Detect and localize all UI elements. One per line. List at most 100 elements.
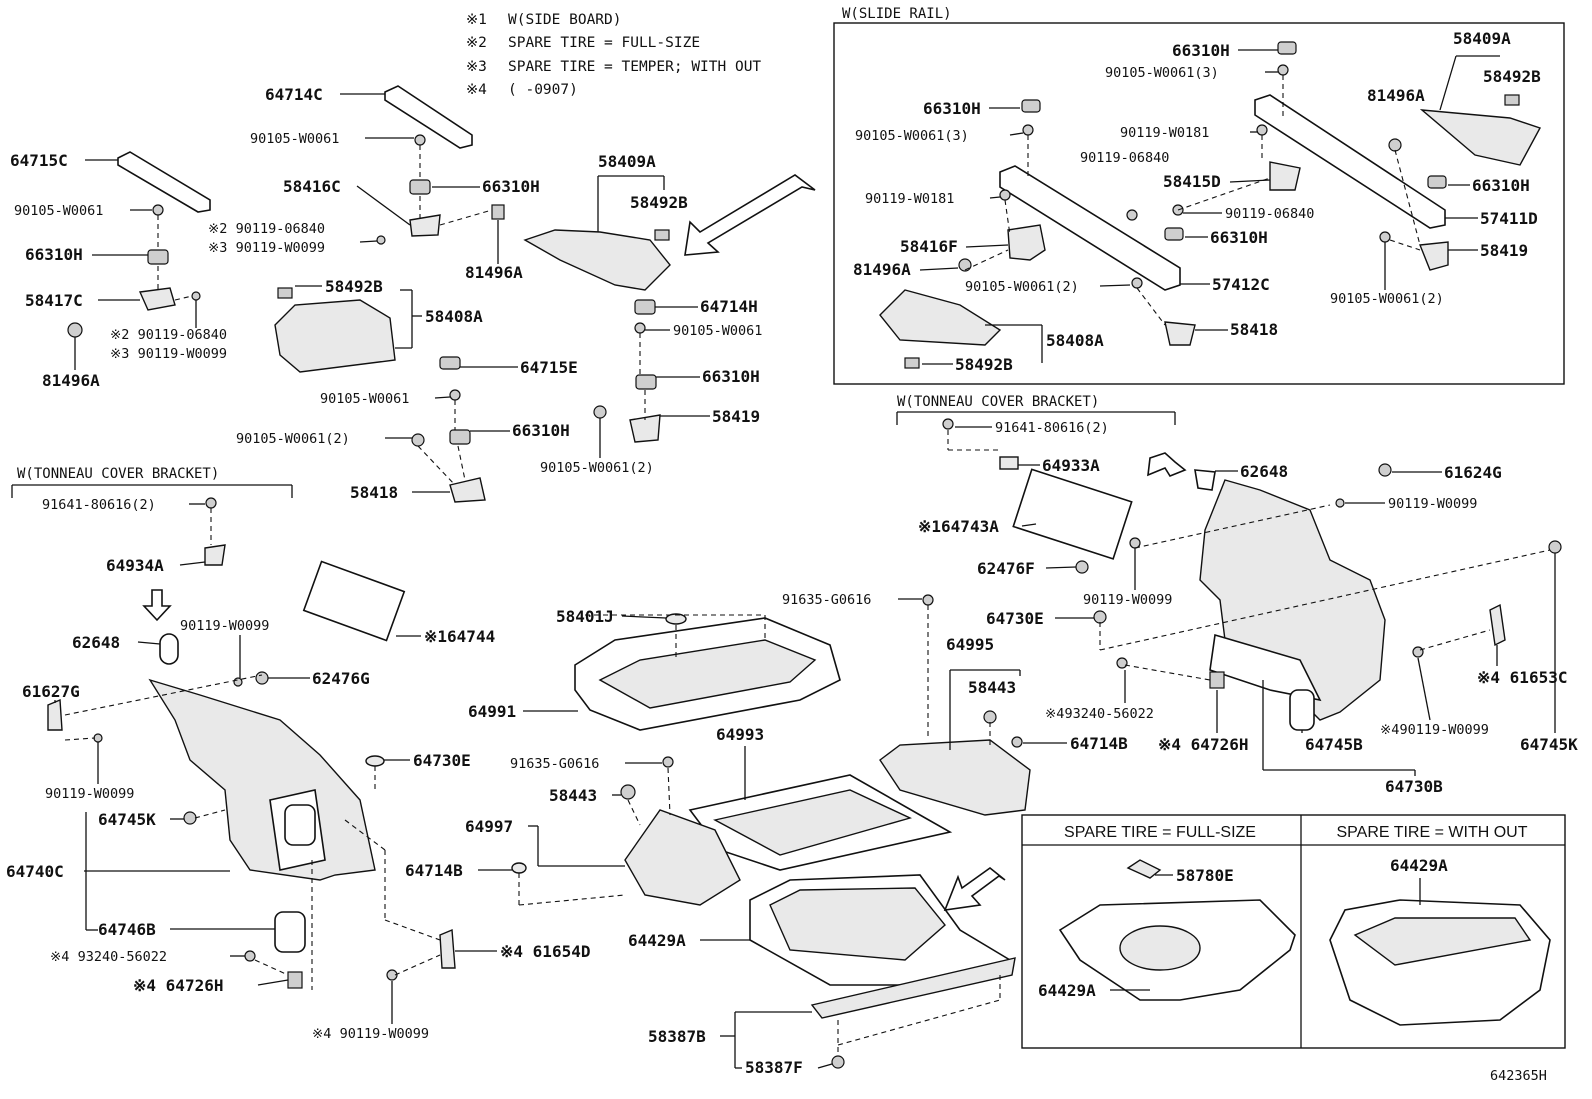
cap-58401J bbox=[665, 613, 687, 625]
direction-arrow-3 bbox=[1147, 452, 1187, 477]
label-62648: 62648 bbox=[1240, 462, 1288, 481]
board-64743A bbox=[1012, 468, 1133, 560]
clip-64726H-r bbox=[1209, 671, 1225, 689]
tonneau-right-header: W(TONNEAU COVER BRACKET) bbox=[897, 394, 1099, 410]
label-64714B: 64714B bbox=[405, 861, 463, 880]
label-90119-06840: ※2 90119-06840 bbox=[110, 327, 227, 343]
label-64993: 64993 bbox=[716, 725, 764, 744]
label-91641-80616-2: 91641-80616(2) bbox=[42, 497, 156, 513]
clip-81496A-r1 bbox=[1388, 138, 1402, 152]
board-58408A-l bbox=[274, 299, 396, 373]
bolt-l3 bbox=[376, 235, 386, 245]
clip-93240-l bbox=[244, 950, 256, 962]
label-64730B: 64730B bbox=[1385, 777, 1443, 796]
label-90119-W0099: ※3 90119-W0099 bbox=[110, 346, 227, 362]
clip-58443-l bbox=[620, 784, 636, 800]
label-90105-W0061: 90105-W0061(2) bbox=[1330, 291, 1444, 307]
board-58408A-r bbox=[879, 289, 1002, 346]
label-58408A: 58408A bbox=[1046, 331, 1104, 350]
bracket-58416F bbox=[1007, 224, 1046, 261]
clip-58780E bbox=[1126, 859, 1162, 879]
label-58492B: 58492B bbox=[955, 355, 1013, 374]
label-64991: 64991 bbox=[468, 702, 516, 721]
slide-rail-header: W(SLIDE RAIL) bbox=[842, 6, 952, 22]
label-64933A: 64933A bbox=[1042, 456, 1100, 475]
label-90105-W0061: 90105-W0061(3) bbox=[1105, 65, 1219, 81]
label-64997: 64997 bbox=[465, 817, 513, 836]
label-90105-W0061: 90105-W0061 bbox=[320, 391, 409, 407]
slide-rail-frame bbox=[833, 22, 1565, 385]
note-2-text: SPARE TIRE = FULL-SIZE bbox=[508, 35, 700, 51]
label-58416F: 58416F bbox=[900, 237, 958, 256]
label-90119-W0099: 90119-W0099 bbox=[1388, 496, 1477, 512]
label-66310H: 66310H bbox=[482, 177, 540, 196]
note-4: ※4 bbox=[466, 82, 487, 98]
clip-64730E-r bbox=[1093, 610, 1107, 624]
label-58416C: 58416C bbox=[283, 177, 341, 196]
bracket-58417C bbox=[138, 287, 176, 311]
label-66310H: 66310H bbox=[702, 367, 760, 386]
note-3-text: SPARE TIRE = TEMPER; WITH OUT bbox=[508, 59, 761, 75]
label-64745K: 64745K bbox=[1520, 735, 1578, 754]
label-64740C: 64740C bbox=[6, 862, 64, 881]
label-64714H: 64714H bbox=[700, 297, 758, 316]
clip-58492B-r1 bbox=[1504, 94, 1520, 106]
label-64714B: 64714B bbox=[1070, 734, 1128, 753]
label-90119-06840: 90119-06840 bbox=[1225, 206, 1314, 222]
label-64429A: 64429A bbox=[1390, 856, 1448, 875]
label-90105-W0061: 90105-W0061(2) bbox=[965, 279, 1079, 295]
board-58409A-r bbox=[1419, 109, 1542, 166]
clip-64714B-r bbox=[1011, 736, 1023, 748]
notes-legend: ※1 W(SIDE BOARD) ※2 SPARE TIRE = FULL-SI… bbox=[466, 12, 761, 98]
label-58418: 58418 bbox=[350, 483, 398, 502]
clip-66310H-r1 bbox=[1277, 41, 1297, 55]
label-61627G: 61627G bbox=[22, 682, 80, 701]
label-93240-56022: ※4 93240-56022 bbox=[50, 949, 167, 965]
label-58415D: 58415D bbox=[1163, 172, 1221, 191]
bracket-64934A bbox=[204, 544, 226, 566]
clip-58387F bbox=[831, 1055, 845, 1069]
bracket-64933A bbox=[999, 456, 1019, 470]
bracket-58418-l bbox=[449, 477, 486, 503]
label-58419: 58419 bbox=[712, 407, 760, 426]
label-58492B: 58492B bbox=[325, 277, 383, 296]
label-81496A: 81496A bbox=[1367, 86, 1425, 105]
label-90119-W0099: 90119-W0099 bbox=[45, 786, 134, 802]
label-58419: 58419 bbox=[1480, 241, 1528, 260]
label-64744: ※164744 bbox=[424, 627, 495, 646]
label-58417C: 58417C bbox=[25, 291, 83, 310]
label-90119-W0099: ※3 90119-W0099 bbox=[208, 240, 325, 256]
bracket-61653C bbox=[1489, 603, 1506, 647]
label-81496A: 81496A bbox=[853, 260, 911, 279]
label-57411D: 57411D bbox=[1480, 209, 1538, 228]
bolt-90119-r3 bbox=[1412, 646, 1424, 658]
tray-64429A-inner bbox=[769, 887, 946, 961]
label-64743A: ※164743A bbox=[918, 517, 999, 536]
clip-58443-r bbox=[983, 710, 997, 724]
inset-title-with-out: SPARE TIRE = WITH OUT bbox=[1337, 824, 1528, 841]
spare-tire-inset: SPARE TIRE = FULL-SIZE SPARE TIRE = WITH… bbox=[1021, 814, 1566, 1049]
clip-66310H-l1 bbox=[409, 179, 431, 195]
direction-arrow-4 bbox=[142, 589, 172, 622]
label-81496A: 81496A bbox=[465, 263, 523, 282]
clip-58492B-r2 bbox=[904, 357, 920, 369]
bolt-r5 bbox=[1126, 209, 1138, 221]
cover-62648-r bbox=[1194, 469, 1216, 491]
tray-64993-inner bbox=[713, 789, 912, 856]
bolt-r3 bbox=[1256, 124, 1268, 136]
label-90119-W0181: 90119-W0181 bbox=[1120, 125, 1209, 141]
clip-64730E-l bbox=[365, 755, 385, 767]
label-90119-W0099: 90119-W0099 bbox=[1083, 592, 1172, 608]
clip-66310H-l3 bbox=[635, 374, 657, 390]
direction-arrow-2 bbox=[943, 866, 1006, 911]
label-90119-06840: 90119-06840 bbox=[1080, 150, 1169, 166]
label-90105-W0061-2: 90105-W0061(2) bbox=[236, 431, 350, 447]
label-66310H: 66310H bbox=[512, 421, 570, 440]
clip-66310H-r3 bbox=[1427, 175, 1447, 189]
label-64746B: 64746B bbox=[98, 920, 156, 939]
bolt-r4 bbox=[999, 189, 1011, 201]
clip-66310H-l2 bbox=[147, 249, 169, 265]
label-58418: 58418 bbox=[1230, 320, 1278, 339]
clip-58492B-l2 bbox=[277, 287, 293, 299]
